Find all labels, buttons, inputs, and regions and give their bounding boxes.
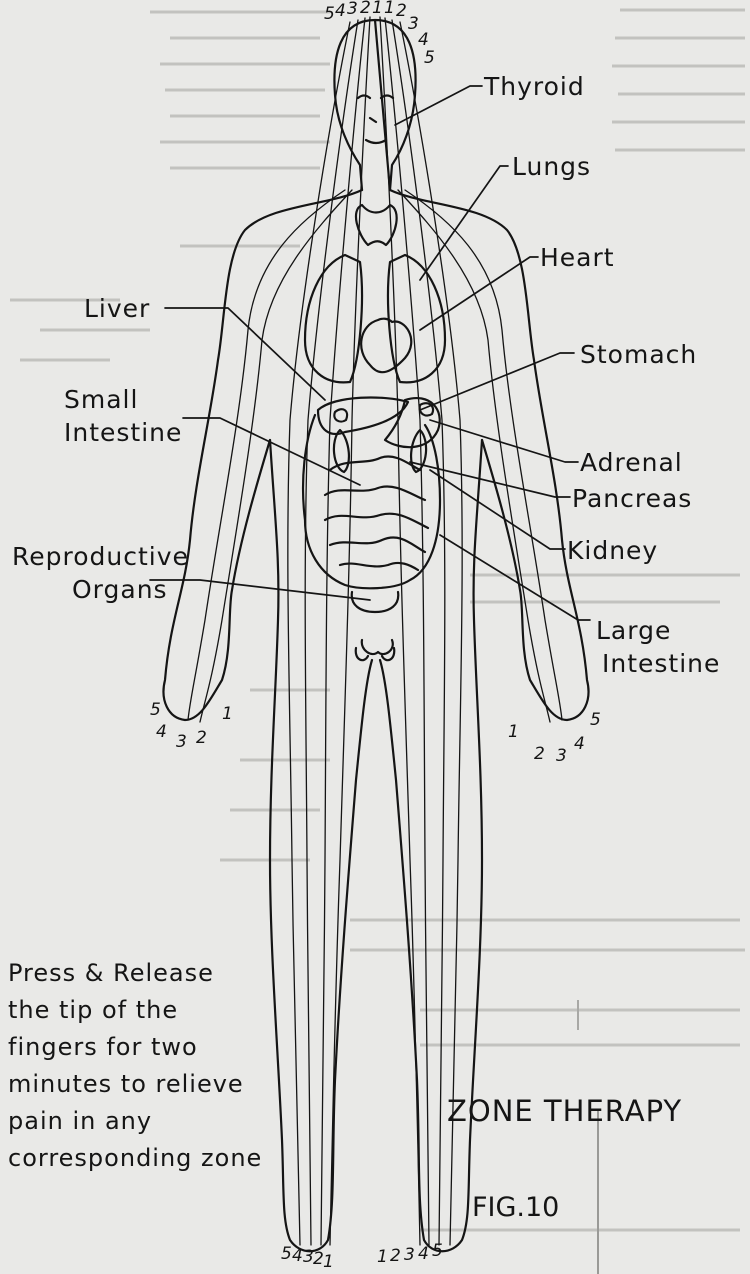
instruction-line: pain in any	[8, 1103, 308, 1140]
zone-number: 1	[222, 704, 233, 724]
label-pancreas: Pancreas	[572, 484, 692, 513]
heart-organ	[361, 319, 411, 373]
instruction-line: minutes to relieve	[8, 1066, 308, 1103]
zone-number: 4	[292, 1246, 303, 1266]
zone-number: 4	[335, 1, 346, 21]
label-thyroid: Thyroid	[484, 72, 585, 101]
label-heart: Heart	[540, 243, 615, 272]
label-small-intestine-line1: Small	[64, 383, 182, 416]
zone-number: 2	[396, 1, 407, 21]
figure-label: FIG.10	[472, 1192, 559, 1223]
zone-number: 5	[432, 1241, 443, 1261]
label-small-intestine: Small Intestine	[64, 383, 182, 449]
zone-number: 1	[384, 0, 395, 18]
zone-number: 5	[590, 710, 601, 730]
zone-number: 2	[360, 0, 371, 18]
zone-number: 4	[418, 30, 429, 50]
label-large-intestine-line1: Large	[596, 614, 720, 647]
zone-number: 1	[323, 1252, 334, 1272]
reproductive-organ	[352, 592, 399, 654]
zone-number: 3	[176, 732, 187, 752]
label-lungs: Lungs	[512, 152, 591, 181]
zone-number: 2	[390, 1246, 401, 1266]
label-liver: Liver	[84, 294, 150, 323]
zone-number: 2	[196, 728, 207, 748]
zone-number: 4	[574, 734, 585, 754]
zone-number: 1	[372, 0, 383, 18]
adrenal-organ	[334, 403, 433, 421]
label-small-intestine-line2: Intestine	[64, 416, 182, 449]
zone-number: 5	[324, 4, 335, 24]
label-kidney: Kidney	[567, 536, 658, 565]
head-outline	[334, 20, 415, 190]
label-large-intestine: Large Intestine	[596, 614, 720, 680]
zone-number: 3	[556, 746, 567, 766]
instruction-line: Press & Release	[8, 955, 308, 992]
zone-number: 1	[377, 1247, 388, 1267]
label-stomach: Stomach	[580, 340, 697, 369]
zone-number: 5	[424, 48, 435, 68]
instruction-line: fingers for two	[8, 1029, 308, 1066]
zone-number: 1	[508, 722, 519, 742]
label-reproductive-line2: Organs	[12, 573, 189, 606]
label-reproductive-line1: Reproductive	[12, 540, 189, 573]
zone-number: 3	[404, 1245, 415, 1265]
large-intestine-organ	[303, 415, 440, 588]
zone-number: 2	[534, 744, 545, 764]
body-outline	[164, 190, 589, 720]
instruction-line: corresponding zone	[8, 1140, 308, 1177]
small-intestine-organ	[325, 456, 428, 570]
zone-number: 4	[418, 1244, 429, 1264]
instruction-text: Press & Release the tip of the fingers f…	[8, 955, 308, 1177]
zone-number: 5	[150, 700, 161, 720]
zone-number: 5	[281, 1244, 292, 1264]
instruction-line: the tip of the	[8, 992, 308, 1029]
label-large-intestine-line2: Intestine	[602, 647, 720, 680]
label-reproductive-organs: Reproductive Organs	[12, 540, 189, 606]
zone-number: 3	[347, 0, 358, 19]
diagram-title: ZONE THERAPY	[447, 1094, 682, 1128]
zone-number: 4	[156, 722, 167, 742]
label-adrenal: Adrenal	[580, 448, 683, 477]
